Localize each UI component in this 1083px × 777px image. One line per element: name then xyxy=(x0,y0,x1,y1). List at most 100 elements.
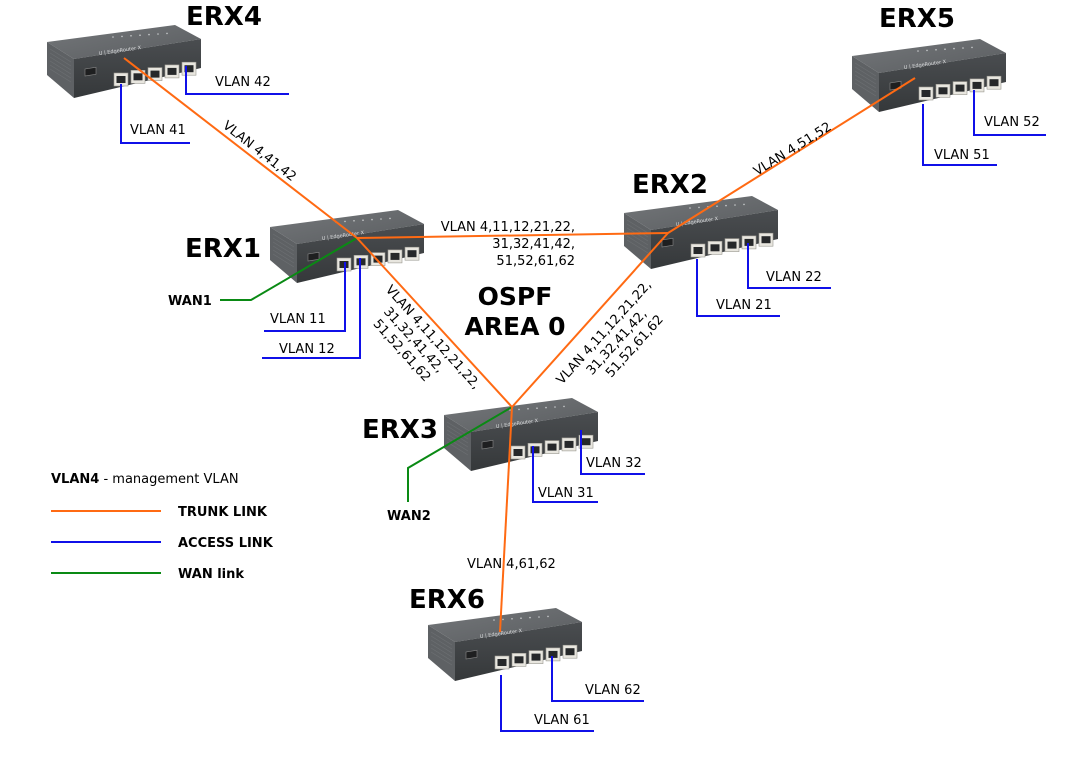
wan-link-wan2 xyxy=(407,406,513,502)
vent-line xyxy=(49,60,72,75)
vent-line xyxy=(272,253,295,268)
trunk-link-label-line: VLAN 4,61,62 xyxy=(467,557,556,572)
vent-line xyxy=(854,78,877,93)
access-link-label: VLAN 41 xyxy=(130,123,186,138)
led-icon xyxy=(743,203,745,206)
router-front-face xyxy=(471,412,598,471)
sfp-port-icon xyxy=(661,237,674,248)
legend-label-wan: WAN link xyxy=(178,567,244,582)
access-link-erx4 xyxy=(185,66,289,95)
router-name-erx1: ERX1 xyxy=(185,234,261,264)
vent-line xyxy=(49,48,72,63)
led-icon xyxy=(536,407,538,409)
led-icon xyxy=(698,206,700,209)
led-icon xyxy=(502,618,504,621)
vent-line xyxy=(430,635,453,650)
access-link-label: VLAN 31 xyxy=(538,486,594,501)
trunk-link-label-line: 31,32,41,42, xyxy=(492,237,575,252)
vent-line xyxy=(446,425,469,440)
vent-line xyxy=(854,74,877,89)
ethernet-port-jack xyxy=(373,255,383,263)
led-icon xyxy=(725,204,727,207)
ospf-title-line1: OSPF xyxy=(478,282,553,311)
ethernet-port-jack xyxy=(989,79,999,87)
vent-line xyxy=(626,235,649,250)
vent-line xyxy=(854,66,877,81)
led-icon xyxy=(493,619,495,621)
access-link-erx3 xyxy=(580,430,645,475)
access-link-erx6 xyxy=(551,656,644,702)
vent-line xyxy=(626,227,649,242)
ethernet-port-jack xyxy=(514,656,524,664)
ethernet-port-jack xyxy=(548,650,558,658)
routers-layer: U | EdgeRouter X U | EdgeRouter X U | Edge… xyxy=(47,25,1006,681)
ethernet-port-jack xyxy=(727,241,737,249)
vent-line xyxy=(854,70,877,85)
vent-line xyxy=(272,233,295,248)
access-link-label: VLAN 61 xyxy=(534,713,590,728)
trunk-link-erx3-erx6 xyxy=(499,406,513,633)
access-link-label: VLAN 52 xyxy=(984,115,1040,130)
ethernet-port-jack xyxy=(513,449,523,456)
router-top-surface xyxy=(47,25,201,59)
access-link-erx6 xyxy=(500,675,594,732)
ethernet-port-jack xyxy=(530,446,540,454)
led-icon xyxy=(112,36,114,38)
vent-line xyxy=(446,421,469,436)
wan-label-wan2: WAN2 xyxy=(387,509,431,524)
led-icon xyxy=(389,217,391,220)
router-logo: U | EdgeRouter X xyxy=(675,216,719,228)
legend-note-bold: VLAN4 xyxy=(51,472,99,487)
trunk-link-erx3-erx2 xyxy=(511,232,669,408)
led-icon xyxy=(139,34,141,36)
vent-line xyxy=(430,631,453,646)
router-side-face xyxy=(270,227,297,283)
led-icon xyxy=(121,35,123,38)
ethernet-port-jack xyxy=(921,90,931,97)
router-name-erx3: ERX3 xyxy=(362,415,438,445)
router-name-erx5: ERX5 xyxy=(879,4,955,34)
access-link-label: VLAN 21 xyxy=(716,298,772,313)
led-icon xyxy=(944,48,946,50)
router-top-surface xyxy=(270,210,424,244)
led-icon xyxy=(362,219,364,221)
trunk-link-label-line: 51,52,61,62 xyxy=(496,254,575,269)
led-icon xyxy=(554,406,556,408)
vent-line xyxy=(49,68,72,83)
trunk-link-label: VLAN 4,41,42 xyxy=(220,118,299,184)
vent-line xyxy=(854,62,877,77)
vent-line xyxy=(446,437,469,452)
router-name-erx6: ERX6 xyxy=(409,585,485,615)
router-side-face xyxy=(444,415,471,471)
trunk-link-erx1-erx3 xyxy=(356,237,513,408)
access-link-erx4 xyxy=(120,84,190,144)
router-front-face xyxy=(651,210,778,269)
vent-line xyxy=(446,429,469,444)
led-icon xyxy=(148,33,150,36)
ethernet-port-jack xyxy=(972,81,982,89)
router-logo: U | EdgeRouter X xyxy=(479,628,523,640)
ethernet-port-jack xyxy=(565,648,575,656)
led-icon xyxy=(917,50,919,52)
led-icon xyxy=(547,615,549,618)
led-icon xyxy=(953,47,955,50)
router-erx5: U | EdgeRouter X xyxy=(852,39,1006,112)
router-erx6: U | EdgeRouter X xyxy=(428,608,582,681)
router-logo: U | EdgeRouter X xyxy=(903,59,947,71)
ospf-title-line2: AREA 0 xyxy=(464,312,565,341)
trunk-link-label: VLAN 4,51,52 xyxy=(751,120,834,180)
ethernet-port-jack xyxy=(167,67,177,75)
access-link-label: VLAN 11 xyxy=(270,312,326,327)
led-icon xyxy=(130,35,132,37)
router-name-erx2: ERX2 xyxy=(632,170,708,200)
vent-line xyxy=(272,249,295,264)
led-icon xyxy=(538,616,540,618)
ethernet-port-jack xyxy=(531,653,541,661)
router-logo: U | EdgeRouter X xyxy=(98,45,142,57)
access-link-erx1 xyxy=(262,258,361,359)
led-icon xyxy=(545,406,547,409)
vent-line xyxy=(446,433,469,448)
vent-line xyxy=(272,237,295,252)
